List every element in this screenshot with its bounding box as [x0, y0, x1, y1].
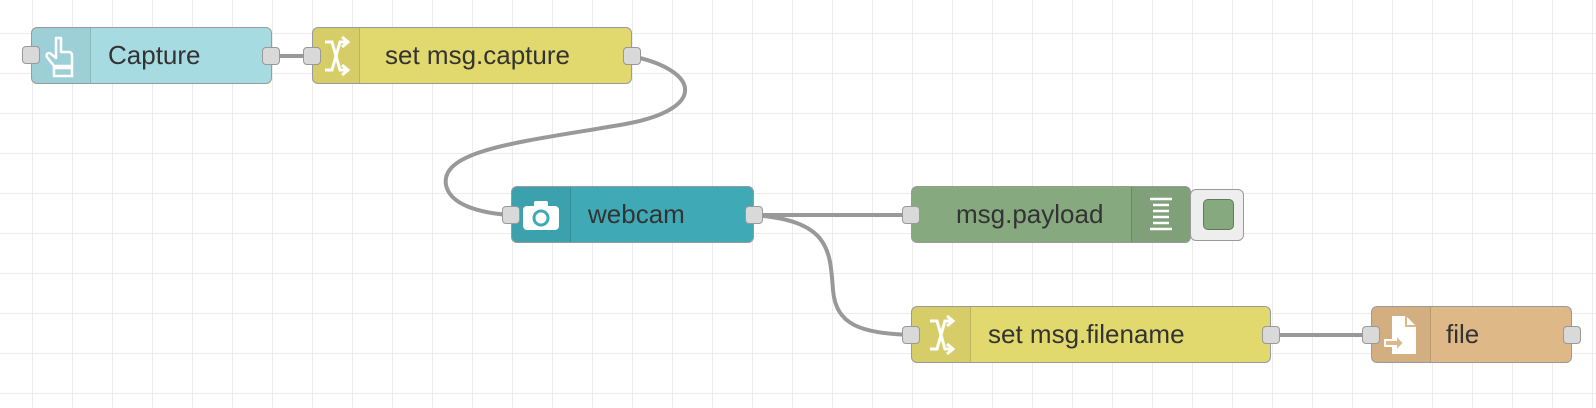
- input-port[interactable]: [303, 47, 321, 65]
- node-label: Capture: [108, 40, 201, 70]
- node-set-capture[interactable]: set msg.capture: [303, 27, 641, 84]
- input-port[interactable]: [902, 206, 920, 224]
- input-port[interactable]: [502, 206, 520, 224]
- node-label: set msg.filename: [988, 319, 1185, 349]
- output-port[interactable]: [745, 206, 763, 224]
- input-port[interactable]: [902, 326, 920, 344]
- debug-toggle-indicator: [1203, 199, 1234, 230]
- node-debug[interactable]: msg.payload: [902, 186, 1191, 243]
- node-label: msg.payload: [956, 199, 1104, 229]
- list-icon: [1131, 187, 1190, 242]
- input-port[interactable]: [1362, 326, 1380, 344]
- node-label: webcam: [588, 199, 685, 229]
- output-port[interactable]: [1563, 326, 1581, 344]
- file-icon: [1372, 307, 1431, 362]
- hand-icon: [32, 28, 91, 83]
- node-label: set msg.capture: [385, 40, 570, 70]
- node-capture[interactable]: Capture: [31, 27, 280, 84]
- shuffle-icon: [912, 307, 971, 362]
- camera-icon: [512, 187, 571, 242]
- output-port[interactable]: [262, 47, 280, 65]
- node-set-filename[interactable]: set msg.filename: [902, 306, 1280, 363]
- wire-set-capture-to-webcam[interactable]: [443, 54, 687, 217]
- inject-button[interactable]: [22, 46, 40, 64]
- output-port[interactable]: [1262, 326, 1280, 344]
- wire-webcam-to-set-filename[interactable]: [751, 213, 912, 337]
- node-webcam[interactable]: webcam: [502, 186, 763, 243]
- node-file[interactable]: file: [1362, 306, 1581, 363]
- debug-toggle-button[interactable]: [1190, 189, 1244, 241]
- output-port[interactable]: [623, 47, 641, 65]
- node-label: file: [1446, 319, 1480, 349]
